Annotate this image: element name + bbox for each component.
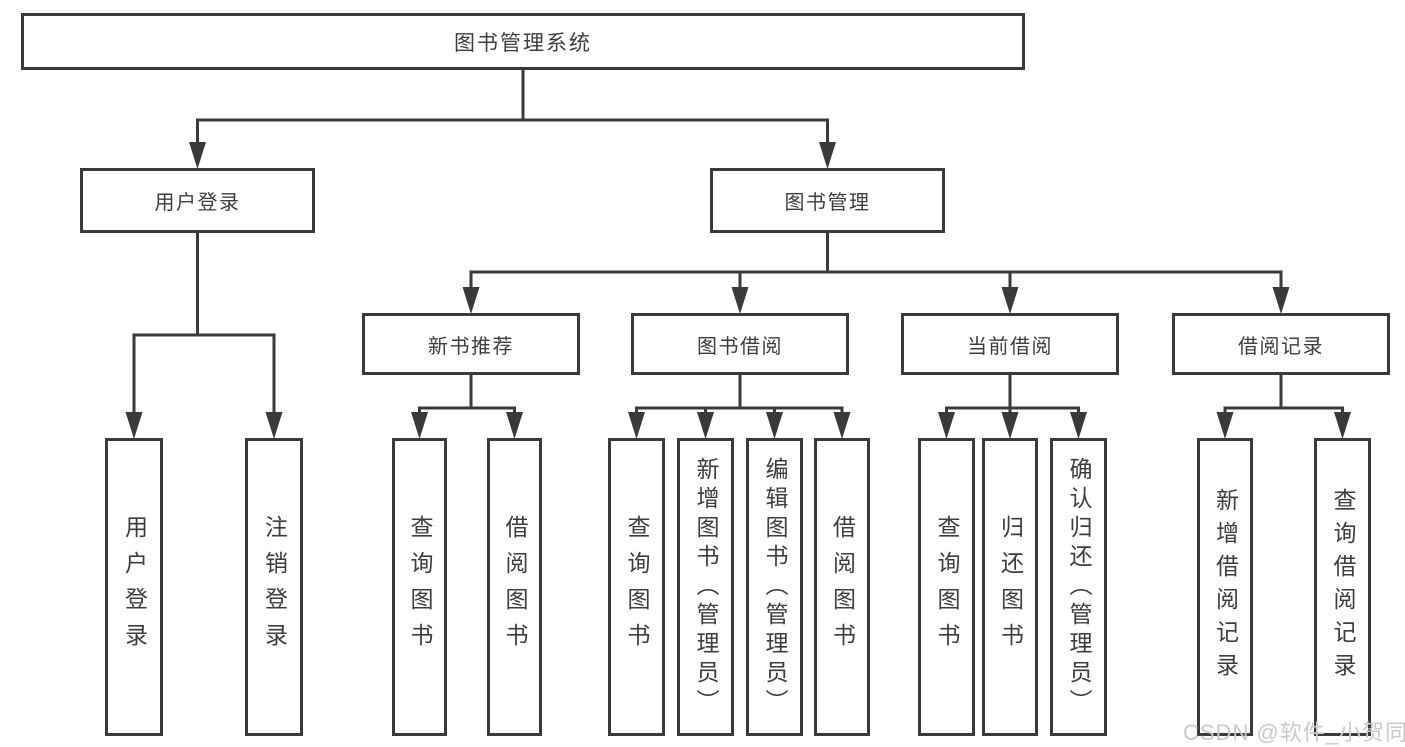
node-user-login-leaf: 用户登录 xyxy=(105,438,163,736)
node-logout-leaf: 注销登录 xyxy=(245,438,303,736)
node-query-books-2: 查询图书 xyxy=(608,438,665,736)
node-label: 当前借阅 xyxy=(967,335,1053,358)
node-edit-books-admin: 编辑图书（管理员） xyxy=(746,438,803,736)
node-label: 查询借阅记录 xyxy=(1330,488,1356,686)
node-user-login: 用户登录 xyxy=(80,168,315,233)
node-label: 借阅图书 xyxy=(829,515,856,659)
node-label: 编辑图书（管理员） xyxy=(762,456,788,718)
node-label: 新增借阅记录 xyxy=(1212,488,1239,686)
node-current-borrowing: 当前借阅 xyxy=(901,313,1119,375)
node-query-books-1: 查询图书 xyxy=(392,438,447,736)
node-label: 归还图书 xyxy=(997,515,1024,659)
node-borrow-books-1: 借阅图书 xyxy=(487,438,542,736)
node-borrow-records: 借阅记录 xyxy=(1172,313,1390,375)
node-return-books: 归还图书 xyxy=(982,438,1038,736)
node-label: 查询图书 xyxy=(934,515,960,659)
node-label: 借阅记录 xyxy=(1238,335,1324,358)
node-query-books-3: 查询图书 xyxy=(918,438,975,736)
node-label: 确认归还（管理员） xyxy=(1066,456,1092,718)
node-confirm-return-admin: 确认归还（管理员） xyxy=(1050,438,1107,736)
node-label: 用户登录 xyxy=(154,192,241,214)
node-label: 新书推荐 xyxy=(428,335,514,358)
node-book-borrowing: 图书借阅 xyxy=(631,313,849,375)
node-label: 用户登录 xyxy=(121,515,148,659)
watermark: CSDN @软件_小贺同学 xyxy=(1183,720,1405,745)
node-label: 注销登录 xyxy=(261,515,288,659)
node-label: 新增图书（管理员） xyxy=(693,456,719,718)
node-label: 图书管理系统 xyxy=(454,31,592,55)
node-add-books-admin: 新增图书（管理员） xyxy=(677,438,734,736)
node-label: 图书借阅 xyxy=(697,335,783,358)
node-label: 借阅图书 xyxy=(502,515,528,659)
node-new-book-recommend: 新书推荐 xyxy=(362,313,580,375)
node-root: 图书管理系统 xyxy=(21,13,1025,70)
node-book-management: 图书管理 xyxy=(710,168,945,233)
node-borrow-books-2: 借阅图书 xyxy=(814,438,870,736)
node-label: 图书管理 xyxy=(784,192,871,214)
node-query-borrow-record: 查询借阅记录 xyxy=(1314,438,1371,736)
node-label: 查询图书 xyxy=(624,515,650,659)
node-label: 查询图书 xyxy=(407,515,433,659)
node-add-borrow-record: 新增借阅记录 xyxy=(1197,438,1253,736)
